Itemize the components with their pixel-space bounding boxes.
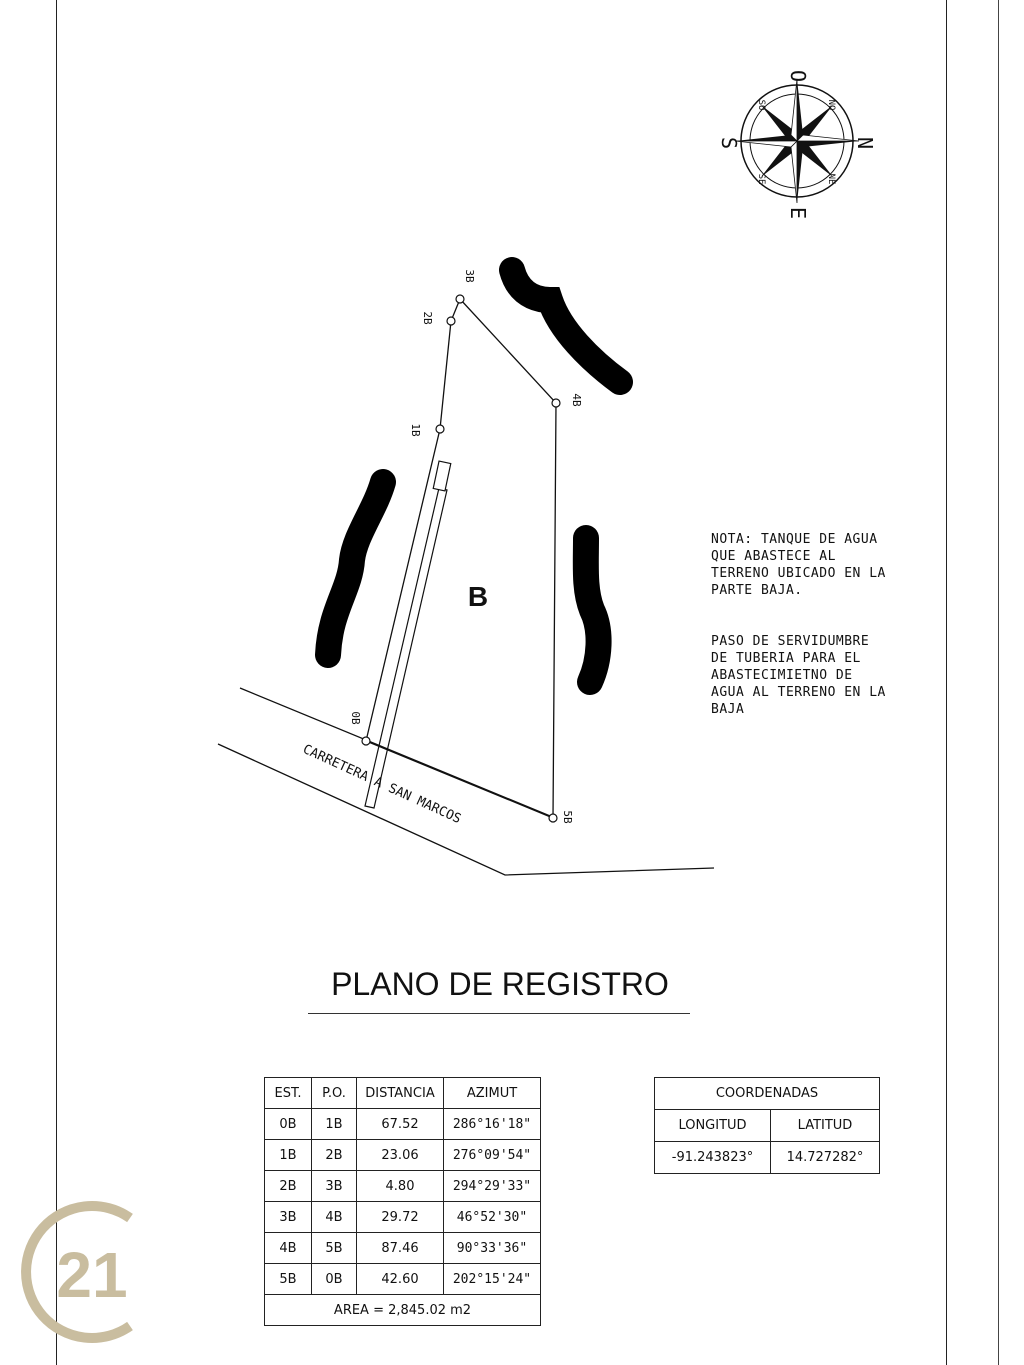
cell-po: 4B xyxy=(311,1201,357,1233)
logo-text: 21 xyxy=(56,1239,127,1311)
column-header-azimut: AZIMUT xyxy=(443,1077,541,1109)
latitud-value: 14.727282° xyxy=(770,1141,880,1174)
compass-no-label: NO xyxy=(826,100,836,111)
road-label: CARRETERA A SAN MARCOS xyxy=(300,742,463,827)
cell-est: 0B xyxy=(264,1108,312,1140)
table-row: 4B 5B 87.46 90°33'36" xyxy=(264,1232,541,1264)
site-plan-drawing: O N E S NE NO SE SO 0B 1B 2B 3B 4B 5B B … xyxy=(217,70,877,876)
cell-distancia: 87.46 xyxy=(356,1232,444,1264)
cell-azimut: 294°29'33" xyxy=(443,1170,541,1202)
cell-azimut: 286°16'18" xyxy=(443,1108,541,1140)
compass-north-label: N xyxy=(853,137,877,149)
cell-azimut: 90°33'36" xyxy=(443,1232,541,1264)
title-underline xyxy=(308,1013,690,1014)
redaction-mark xyxy=(572,525,612,695)
compass-so-label: SO xyxy=(756,100,766,111)
road-edge-upper xyxy=(239,687,556,819)
compass-west-label: O xyxy=(786,70,810,82)
station-marker-2b xyxy=(446,316,456,326)
sheet-border-left xyxy=(56,0,57,1365)
cell-distancia: 4.80 xyxy=(356,1170,444,1202)
station-label-5b: 5B xyxy=(561,810,574,824)
cell-azimut: 202°15'24" xyxy=(443,1263,541,1295)
page-title: PLANO DE REGISTRO xyxy=(331,966,669,1002)
cell-po: 0B xyxy=(311,1263,357,1295)
lot-boundary xyxy=(365,297,557,819)
table-header-row: EST. P.O. DISTANCIA AZIMUT xyxy=(264,1077,541,1109)
coordinates-table: COORDENADAS LONGITUD LATITUD -91.243823°… xyxy=(654,1077,880,1174)
cell-distancia: 23.06 xyxy=(356,1139,444,1171)
cell-po: 3B xyxy=(311,1170,357,1202)
century21-logo: 21 xyxy=(21,1201,133,1343)
pipe-easement-strip xyxy=(364,487,448,809)
compass-south-label: S xyxy=(717,137,741,149)
longitud-value: -91.243823° xyxy=(654,1141,771,1174)
cell-distancia: 42.60 xyxy=(356,1263,444,1295)
cell-azimut: 46°52'30" xyxy=(443,1201,541,1233)
cell-po: 5B xyxy=(311,1232,357,1264)
cell-est: 3B xyxy=(264,1201,312,1233)
column-header-latitud: LATITUD xyxy=(770,1109,880,1142)
station-marker-0b xyxy=(361,736,371,746)
coordinates-title: COORDENADAS xyxy=(654,1077,880,1110)
table-row: 0B 1B 67.52 286°16'18" xyxy=(264,1108,541,1140)
column-header-po: P.O. xyxy=(311,1077,357,1109)
survey-table: EST. P.O. DISTANCIA AZIMUT 0B 1B 67.52 2… xyxy=(264,1077,541,1326)
column-header-distancia: DISTANCIA xyxy=(356,1077,444,1109)
note-easement: PASO DE SERVIDUMBRE DE TUBERIA PARA EL A… xyxy=(711,634,886,717)
table-row: 1B 2B 23.06 276°09'54" xyxy=(264,1139,541,1171)
cell-po: 2B xyxy=(311,1139,357,1171)
station-marker-1b xyxy=(435,424,445,434)
note-water-tank: NOTA: TANQUE DE AGUA QUE ABASTECE AL TER… xyxy=(711,532,886,598)
cell-est: 5B xyxy=(264,1263,312,1295)
station-label-4b: 4B xyxy=(570,393,583,407)
table-row: 5B 0B 42.60 202°15'24" xyxy=(264,1263,541,1295)
station-label-1b: 1B xyxy=(409,423,422,437)
compass-ne-label: NE xyxy=(826,174,836,185)
compass-rose-icon xyxy=(734,78,860,204)
cell-est: 1B xyxy=(264,1139,312,1171)
compass-east-label: E xyxy=(786,207,810,219)
station-marker-5b xyxy=(548,813,558,823)
station-marker-3b xyxy=(455,294,465,304)
cell-est: 4B xyxy=(264,1232,312,1264)
compass-se-label: SE xyxy=(756,174,766,185)
station-label-3b: 3B xyxy=(463,269,476,283)
column-header-est: EST. xyxy=(264,1077,312,1109)
water-tank xyxy=(432,460,452,492)
sheet-border-outer xyxy=(998,0,999,1365)
station-label-0b: 0B xyxy=(349,711,362,725)
area-row: AREA = 2,845.02 m2 xyxy=(264,1294,541,1326)
plan-note: NOTA: TANQUE DE AGUA QUE ABASTECE AL TER… xyxy=(711,514,921,752)
column-header-longitud: LONGITUD xyxy=(654,1109,771,1142)
table-row: 2B 3B 4.80 294°29'33" xyxy=(264,1170,541,1202)
redaction-mark xyxy=(315,469,396,668)
cell-est: 2B xyxy=(264,1170,312,1202)
sheet-border-right xyxy=(946,0,947,1365)
cell-po: 1B xyxy=(311,1108,357,1140)
station-marker-4b xyxy=(551,398,561,408)
cell-distancia: 29.72 xyxy=(356,1201,444,1233)
cell-azimut: 276°09'54" xyxy=(443,1139,541,1171)
area-value: AREA = 2,845.02 m2 xyxy=(264,1294,541,1326)
cell-distancia: 67.52 xyxy=(356,1108,444,1140)
lot-label: B xyxy=(468,581,488,612)
station-label-2b: 2B xyxy=(421,311,434,325)
road-edge-lower xyxy=(217,743,715,876)
redaction-mark xyxy=(499,257,633,395)
table-row: 3B 4B 29.72 46°52'30" xyxy=(264,1201,541,1233)
